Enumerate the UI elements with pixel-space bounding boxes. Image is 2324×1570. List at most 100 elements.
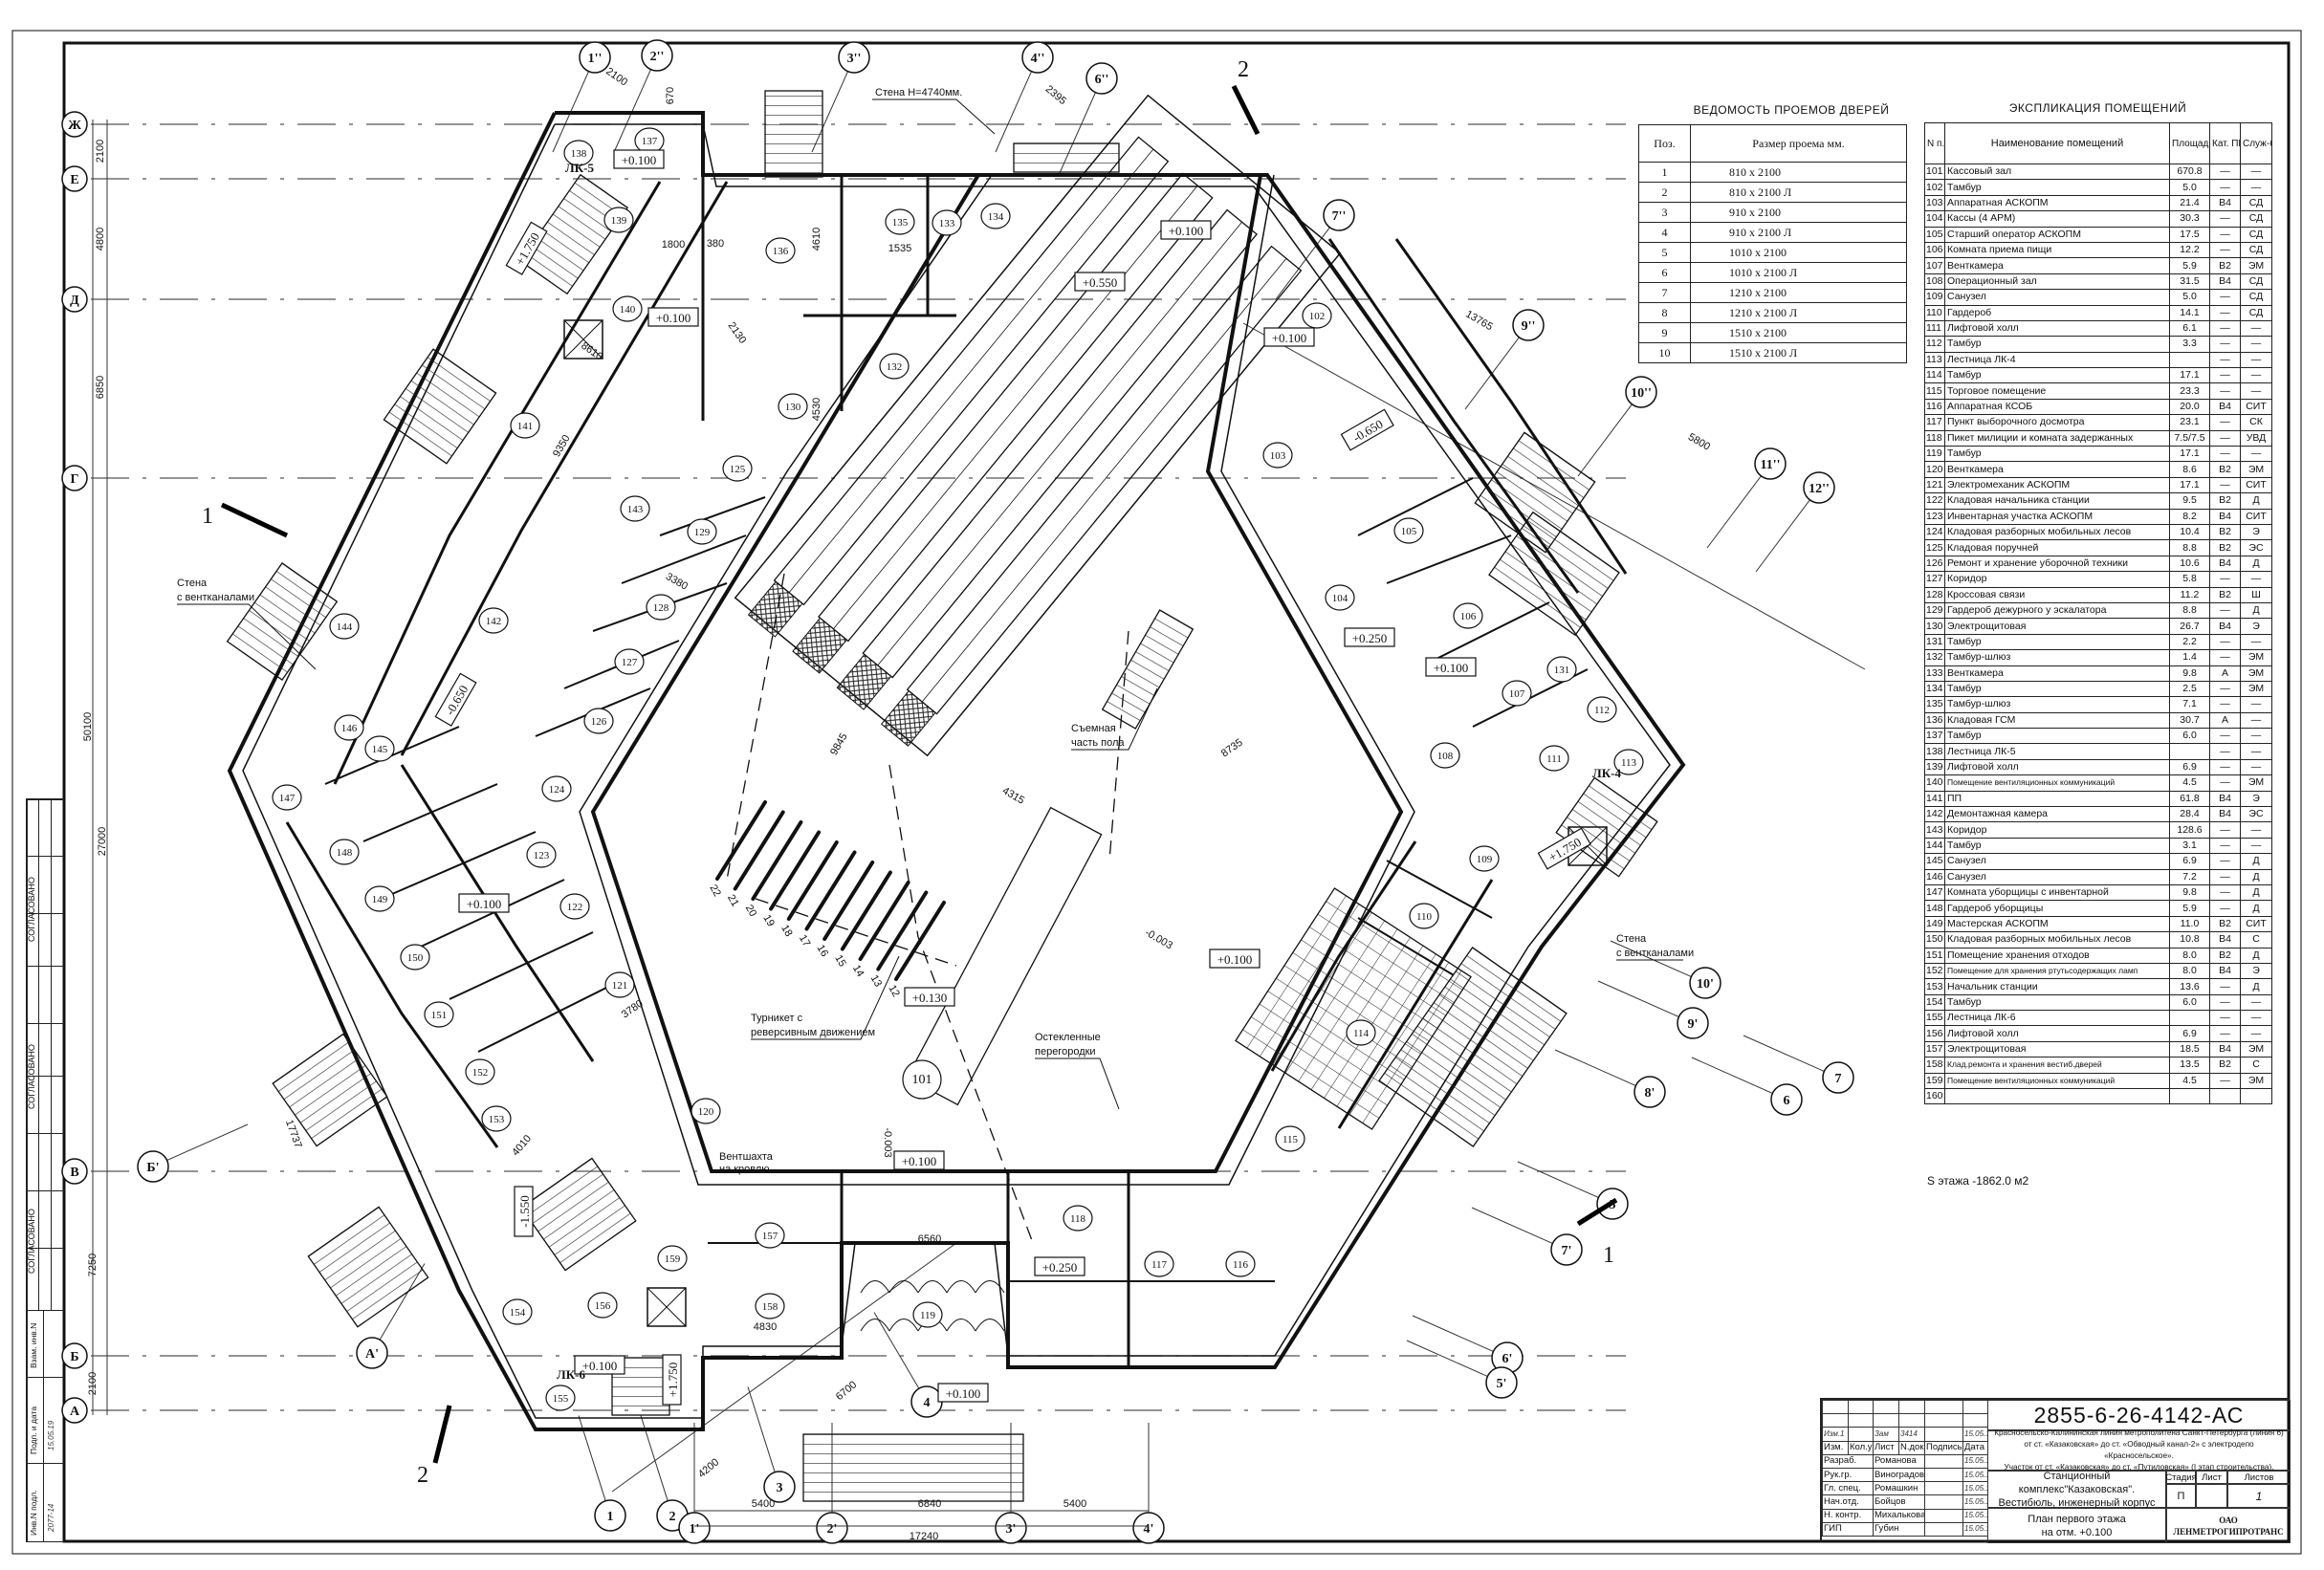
dimension-label: 13765 <box>1463 309 1494 334</box>
axis-label: 2 <box>669 1510 676 1524</box>
door-size: 1510 x 2100 Л <box>1690 342 1907 363</box>
axis-label: 1'' <box>588 52 603 66</box>
fire-category: В4 <box>2209 273 2241 291</box>
room-number: 156 <box>1924 1025 1945 1042</box>
room-marker <box>902 1059 942 1100</box>
service: ЭМ <box>2240 680 2272 698</box>
room-marker <box>559 893 590 920</box>
room-number: 122 <box>1924 492 1945 510</box>
room-name: Лифтовой холл <box>1944 758 2170 776</box>
level-mark-box <box>1344 627 1395 647</box>
room-number: 101 <box>912 1073 932 1087</box>
room-marker <box>912 1301 943 1328</box>
level-value: +0.250 <box>1352 631 1388 645</box>
axis-leader <box>1597 980 1679 1018</box>
room-number: 115 <box>1924 382 1945 400</box>
room-name: Кроссовая связи <box>1944 586 2170 603</box>
level-mark-box <box>1034 1256 1085 1276</box>
room-area: 128.6 <box>2169 821 2210 839</box>
person-name: Михалькова <box>1873 1508 1925 1523</box>
room-area: 11.2 <box>2169 586 2210 603</box>
cell <box>1924 1399 1963 1415</box>
stamp-line <box>26 913 64 915</box>
entrance-door <box>946 1280 976 1294</box>
stamp-line <box>26 966 64 968</box>
fire-category: — <box>2209 758 2241 776</box>
elevator-shaft <box>563 319 603 360</box>
room-number: 107 <box>1924 257 1945 274</box>
fire-category: — <box>2209 226 2241 243</box>
exterior-wall-inner-face <box>242 123 1671 1419</box>
stair <box>1474 431 1596 554</box>
note-wall-height: Стена Н=4740мм. <box>875 87 962 98</box>
sign-date: 15.05.19 <box>1962 1494 1988 1510</box>
equipment <box>226 90 1658 1502</box>
sign-date: 15.05.19 <box>1962 1508 1988 1523</box>
room-number: 127 <box>622 657 638 668</box>
revision-cell <box>1848 1427 1874 1442</box>
room-marker <box>545 1385 576 1411</box>
room-marker <box>722 455 753 482</box>
level-mark: +0.100 <box>458 893 510 913</box>
room-number: 104 <box>1924 210 1945 228</box>
level-value: +0.100 <box>1169 224 1204 238</box>
service: СИТ <box>2240 508 2272 525</box>
room-name: Лестница ЛК-6 <box>1944 1010 2170 1027</box>
room-number: 124 <box>1924 523 1945 541</box>
room-number: 108 <box>1437 751 1454 762</box>
plan-labels: 2221201918171615141312101102103104105106… <box>82 66 1712 1542</box>
room-area: 5.0 <box>2169 179 2210 196</box>
stamp-line <box>26 798 28 1541</box>
level-value: +0.100 <box>467 897 502 911</box>
approval-label: СОГЛАСОВАНО <box>27 1044 36 1109</box>
signature-row <box>1822 1399 1988 1415</box>
stage-header: Стадия <box>2165 1471 2197 1484</box>
dimension-label: 2100 <box>87 1372 99 1395</box>
room-partition <box>659 496 766 536</box>
room-marker <box>620 495 650 522</box>
explication-title: ЭКСПЛИКАЦИЯ ПОМЕЩЕНИЙ <box>2008 101 2187 115</box>
room-number: 106 <box>1460 611 1477 622</box>
section-cut-line <box>432 1405 452 1464</box>
axis-leader <box>747 1386 776 1472</box>
door-size: 1010 x 2100 Л <box>1690 262 1907 283</box>
axis-marker <box>1485 1366 1518 1399</box>
service: ЭС <box>2240 806 2272 823</box>
fire-category: В2 <box>2209 523 2241 541</box>
fire-category: — <box>2209 351 2241 369</box>
fire-category: В2 <box>2209 1057 2241 1074</box>
axis-leader <box>1706 475 1762 549</box>
fire-category: А <box>2209 711 2241 730</box>
axis-leader <box>1610 940 1692 978</box>
level-mark-box <box>662 1354 682 1406</box>
service: — <box>2240 1010 2272 1027</box>
fire-category: — <box>2209 728 2241 745</box>
room-number: 157 <box>1924 1040 1945 1058</box>
dimension-label: 6840 <box>918 1498 941 1510</box>
axis-marker <box>137 1150 169 1183</box>
room-area: 17.5 <box>2169 226 2210 243</box>
room-number: 129 <box>694 527 711 538</box>
room-area: 17.1 <box>2169 367 2210 384</box>
room-number: 121 <box>612 980 628 992</box>
room-name: Коридор <box>1944 821 2170 839</box>
person-name: Ромашкин <box>1873 1481 1925 1496</box>
entrance-door <box>946 1319 976 1332</box>
room-name: Санузел <box>1944 868 2170 885</box>
elevator-cross <box>647 1287 687 1327</box>
axis-marker <box>1323 199 1355 231</box>
level-mark: +0.100 <box>647 307 699 327</box>
level-mark-box <box>937 1383 989 1403</box>
service: ЭС <box>2240 539 2272 556</box>
